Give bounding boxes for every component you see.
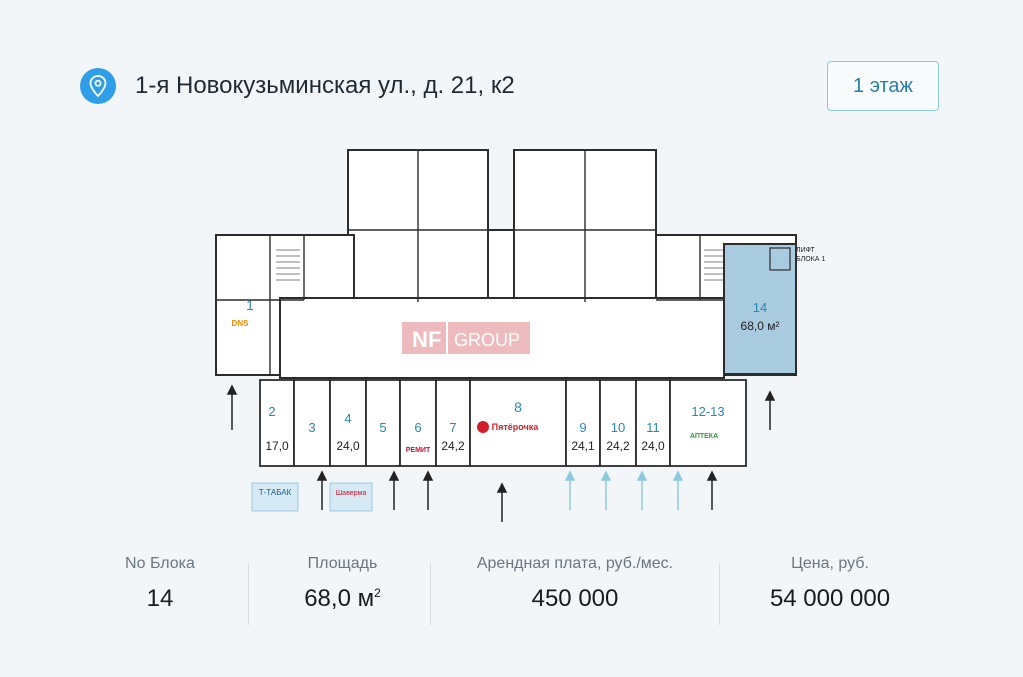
plan-stair-core — [487, 229, 515, 303]
unit-label-12-13: 12-13 — [691, 404, 724, 419]
unit-14-highlight — [723, 243, 797, 375]
price-column: Цена, руб. 54 000 000 — [745, 555, 915, 613]
tenant-ttabak-label: Т-ТАБАК — [259, 488, 292, 497]
rent-column: Арендная плата, руб./мес. 450 000 — [465, 555, 685, 613]
unit-3 — [293, 379, 331, 467]
tenant-shawarma-box — [329, 482, 373, 512]
unit-12-13 — [669, 379, 747, 467]
unit-5 — [365, 379, 401, 467]
unit-label-11: 11 — [646, 420, 660, 435]
tenant-ttabak-box — [251, 482, 299, 512]
unit-label-5: 5 — [379, 420, 386, 435]
unit-11-area: 24,0 — [641, 439, 665, 453]
watermark-text: GROUP — [454, 330, 520, 350]
unit-10 — [599, 379, 637, 467]
unit-label-14: 14 — [753, 300, 767, 315]
unit-label-6: 6 — [414, 420, 421, 435]
svg-text:F: F — [428, 327, 441, 352]
header: 1-я Новокузьминская ул., д. 21, к2 1 эта… — [0, 0, 1023, 120]
tenant-dns-logo: DNS — [232, 319, 250, 328]
unit-label-7: 7 — [449, 420, 456, 435]
unit-2 — [259, 379, 295, 467]
floor-selector-button[interactable]: 1 этаж — [827, 61, 939, 111]
divider — [719, 563, 720, 625]
price-label: Цена, руб. — [791, 555, 869, 572]
nf-group-watermark: N F — [402, 322, 530, 354]
address-title: 1-я Новокузьминская ул., д. 21, к2 — [135, 72, 515, 99]
area-value: 68,0 м2 — [304, 585, 381, 612]
divider — [430, 563, 431, 625]
unit-14-area: 68,0 м² — [741, 319, 780, 333]
unit-label-2: 2 — [268, 404, 275, 419]
unit-2-area: 17,0 — [265, 439, 289, 453]
price-value: 54 000 000 — [769, 585, 891, 612]
unit-label-8: 8 — [514, 399, 522, 415]
unit-10-area: 24,2 — [606, 439, 630, 453]
location-pin-icon — [80, 68, 116, 104]
tenant-apteka-logo: АПТЕКА — [690, 433, 718, 440]
block-number-value: 14 — [146, 585, 174, 612]
lift-shaft — [769, 247, 791, 271]
divider — [248, 563, 249, 625]
block-number-column: No Блока 14 — [110, 555, 210, 613]
pyaterochka-logo-icon — [477, 421, 489, 433]
unit-7-area: 24,2 — [441, 439, 465, 453]
unit-label-9: 9 — [579, 420, 586, 435]
lift-label-line1: ЛИФТ — [796, 247, 816, 254]
unit-label-10: 10 — [611, 420, 625, 435]
tenant-pyaterochka-logo: Пятёрочка — [492, 422, 540, 432]
block-number-label: No Блока — [125, 555, 195, 572]
unit-label-1: 1 — [246, 297, 254, 313]
unit-info-panel: No Блока 14 Площадь 68,0 м2 Арендная пла… — [0, 555, 1023, 677]
tenant-shawarma-label: Шаверма — [336, 490, 367, 497]
area-column: Площадь 68,0 м2 — [280, 555, 405, 613]
unit-4-area: 24,0 — [336, 439, 360, 453]
floor-plan: N F GROUP 1 2 3 4 5 6 7 8 9 10 11 12-13 … — [215, 149, 825, 522]
unit-label-4: 4 — [344, 411, 351, 426]
unit-7 — [435, 379, 471, 467]
rent-value: 450 000 — [531, 585, 619, 612]
unit-9-area: 24,1 — [571, 439, 595, 453]
area-label: Площадь — [307, 555, 378, 572]
unit-label-3: 3 — [308, 420, 315, 435]
unit-11 — [635, 379, 671, 467]
tenant-remit-logo: РЕМИТ — [406, 447, 431, 454]
svg-text:N: N — [412, 327, 428, 352]
rent-label: Арендная плата, руб./мес. — [476, 555, 674, 572]
lift-label-line2: БЛОКА 1 — [796, 256, 825, 263]
